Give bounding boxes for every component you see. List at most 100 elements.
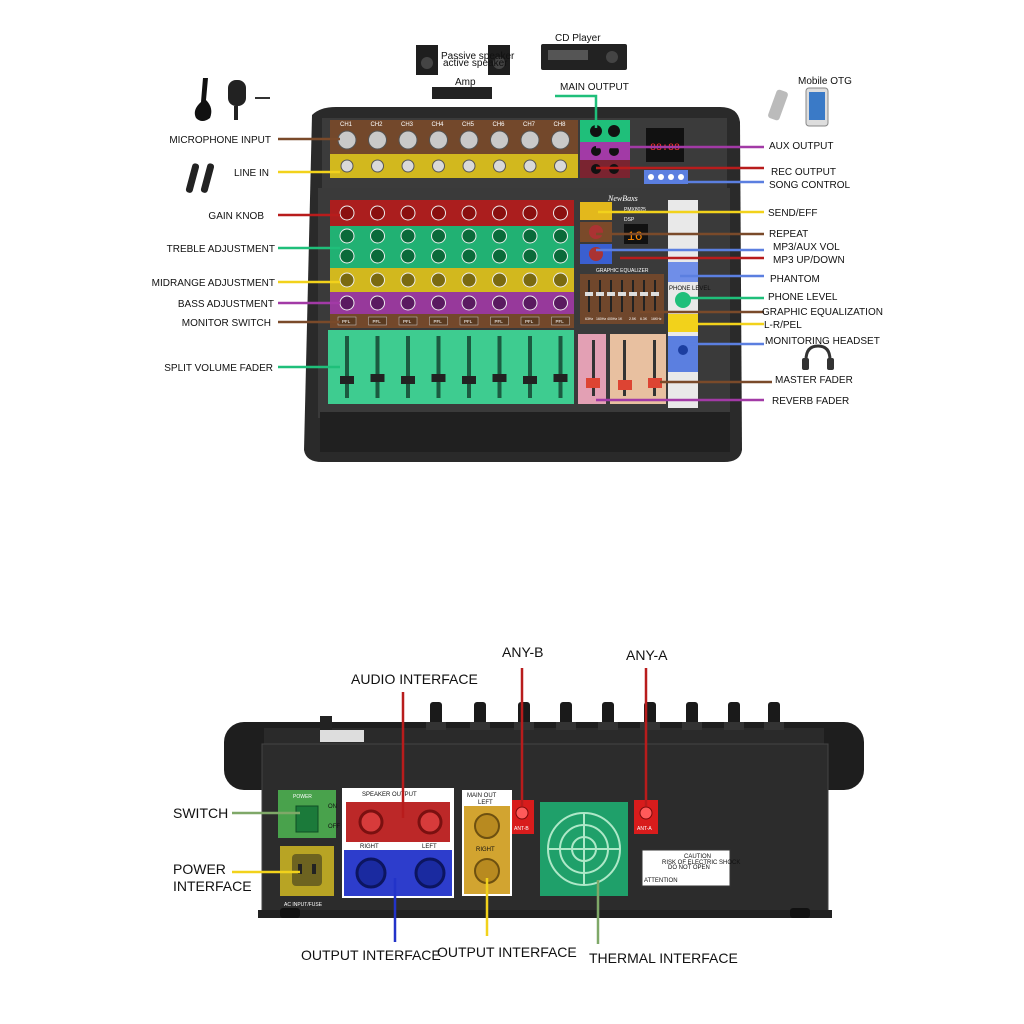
- line-input-jack[interactable]: [493, 159, 506, 173]
- treble-knob[interactable]: [522, 228, 538, 244]
- pfl-button[interactable]: [520, 316, 540, 326]
- eq-slider[interactable]: [640, 292, 648, 296]
- microphone-input-label: MICROPHONE INPUT: [169, 135, 271, 146]
- pfl-button[interactable]: [490, 316, 509, 326]
- line-input-jack[interactable]: [401, 159, 415, 173]
- eq-slider[interactable]: [618, 292, 626, 296]
- bass-knob[interactable]: [400, 295, 416, 311]
- caution-title: CAUTION: [684, 854, 711, 860]
- line-input-jack[interactable]: [523, 159, 537, 173]
- rear-knob[interactable]: [560, 702, 572, 726]
- output-interface-xlr-label: OUTPUT INTERFACE: [437, 944, 577, 960]
- split-fader-label: SPLIT VOLUME FADER: [164, 363, 273, 374]
- xlr-input-jack[interactable]: [368, 130, 387, 150]
- xlr-input-jack[interactable]: [337, 130, 357, 150]
- line-input-jack[interactable]: [432, 159, 445, 173]
- gain-knob[interactable]: [522, 205, 538, 221]
- treble-knob[interactable]: [370, 228, 385, 244]
- bass-knob[interactable]: [522, 295, 538, 311]
- fader-cap[interactable]: [370, 374, 385, 382]
- fader-cap[interactable]: [401, 376, 415, 384]
- rear-knob[interactable]: [686, 702, 698, 726]
- gain-knob[interactable]: [370, 205, 385, 221]
- line-input-jack[interactable]: [554, 159, 567, 173]
- channel-label: CH1: [340, 122, 353, 128]
- rear-knob[interactable]: [728, 702, 740, 726]
- treble-knob[interactable]: [492, 228, 507, 244]
- mid-knob[interactable]: [400, 272, 416, 288]
- rear-knob[interactable]: [768, 702, 780, 726]
- treble-label: TREBLE ADJUSTMENT: [167, 244, 275, 255]
- pfl-label: PFL: [495, 319, 504, 324]
- pfl-button[interactable]: [398, 316, 418, 326]
- mid-knob[interactable]: [492, 272, 507, 288]
- rear-knob[interactable]: [430, 702, 442, 726]
- eq-slider[interactable]: [585, 292, 593, 296]
- line-input-jack[interactable]: [340, 159, 354, 173]
- mp3-aux-vol-label: MP3/AUX VOL: [773, 242, 840, 253]
- line-input-jack[interactable]: [371, 159, 384, 173]
- treble-knob[interactable]: [553, 228, 568, 244]
- treble-knob[interactable]: [400, 228, 416, 244]
- bass-knob[interactable]: [431, 295, 446, 311]
- xlr-input-jack[interactable]: [429, 130, 448, 150]
- phantom-module: [668, 262, 698, 282]
- mid-knob[interactable]: [522, 272, 538, 288]
- gain-knob[interactable]: [431, 205, 446, 221]
- eq-slider[interactable]: [651, 292, 659, 296]
- fader-cap[interactable]: [431, 374, 446, 382]
- pfl-button[interactable]: [368, 316, 387, 326]
- treble-knob-2[interactable]: [553, 248, 568, 264]
- treble-knob-2[interactable]: [431, 248, 446, 264]
- treble-knob-2[interactable]: [339, 248, 355, 264]
- line-input-jack[interactable]: [462, 159, 476, 173]
- xlr-input-jack[interactable]: [520, 130, 540, 150]
- fader-cap[interactable]: [523, 376, 537, 384]
- fader-cap[interactable]: [492, 374, 507, 382]
- treble-knob[interactable]: [339, 228, 355, 244]
- rear-knob[interactable]: [602, 702, 614, 726]
- treble-knob-2[interactable]: [522, 248, 538, 264]
- mid-knob[interactable]: [553, 272, 568, 288]
- gain-knob[interactable]: [553, 205, 568, 221]
- eq-slider[interactable]: [629, 292, 637, 296]
- treble-knob[interactable]: [461, 228, 477, 244]
- master-fader-label: MASTER FADER: [775, 375, 853, 386]
- xlr-input-jack[interactable]: [459, 130, 479, 150]
- treble-knob-2[interactable]: [461, 248, 477, 264]
- pfl-button[interactable]: [551, 316, 570, 326]
- eq-slider[interactable]: [596, 292, 604, 296]
- gain-knob[interactable]: [461, 205, 477, 221]
- output-interface-speakon-label: OUTPUT INTERFACE: [301, 947, 441, 963]
- phone-level-knob[interactable]: [675, 292, 691, 308]
- treble-knob-2[interactable]: [370, 248, 385, 264]
- bass-knob[interactable]: [553, 295, 568, 311]
- xlr-input-jack[interactable]: [490, 130, 509, 150]
- treble-knob-2[interactable]: [492, 248, 507, 264]
- gain-knob[interactable]: [492, 205, 507, 221]
- gain-knob[interactable]: [339, 205, 355, 221]
- fader-cap[interactable]: [462, 376, 476, 384]
- phone-level-text: PHONE LEVEL: [669, 286, 711, 292]
- bass-knob[interactable]: [370, 295, 385, 311]
- gain-knob[interactable]: [400, 205, 416, 221]
- fader-cap[interactable]: [553, 374, 568, 382]
- bass-knob[interactable]: [461, 295, 477, 311]
- treble-knob-2[interactable]: [400, 248, 416, 264]
- mid-knob[interactable]: [431, 272, 446, 288]
- pfl-button[interactable]: [429, 316, 448, 326]
- pfl-button[interactable]: [459, 316, 479, 326]
- rear-knob[interactable]: [474, 702, 486, 726]
- bass-knob[interactable]: [339, 295, 355, 311]
- xlr-input-jack[interactable]: [551, 130, 570, 150]
- treble-knob[interactable]: [431, 228, 446, 244]
- fader-cap[interactable]: [340, 376, 354, 384]
- eq-slider[interactable]: [607, 292, 615, 296]
- mid-knob[interactable]: [370, 272, 385, 288]
- power-switch[interactable]: [295, 805, 319, 833]
- ant-a-label: ANT-A: [637, 826, 652, 832]
- mid-knob[interactable]: [339, 272, 355, 288]
- xlr-input-jack[interactable]: [398, 130, 418, 150]
- bass-knob[interactable]: [492, 295, 507, 311]
- mid-knob[interactable]: [461, 272, 477, 288]
